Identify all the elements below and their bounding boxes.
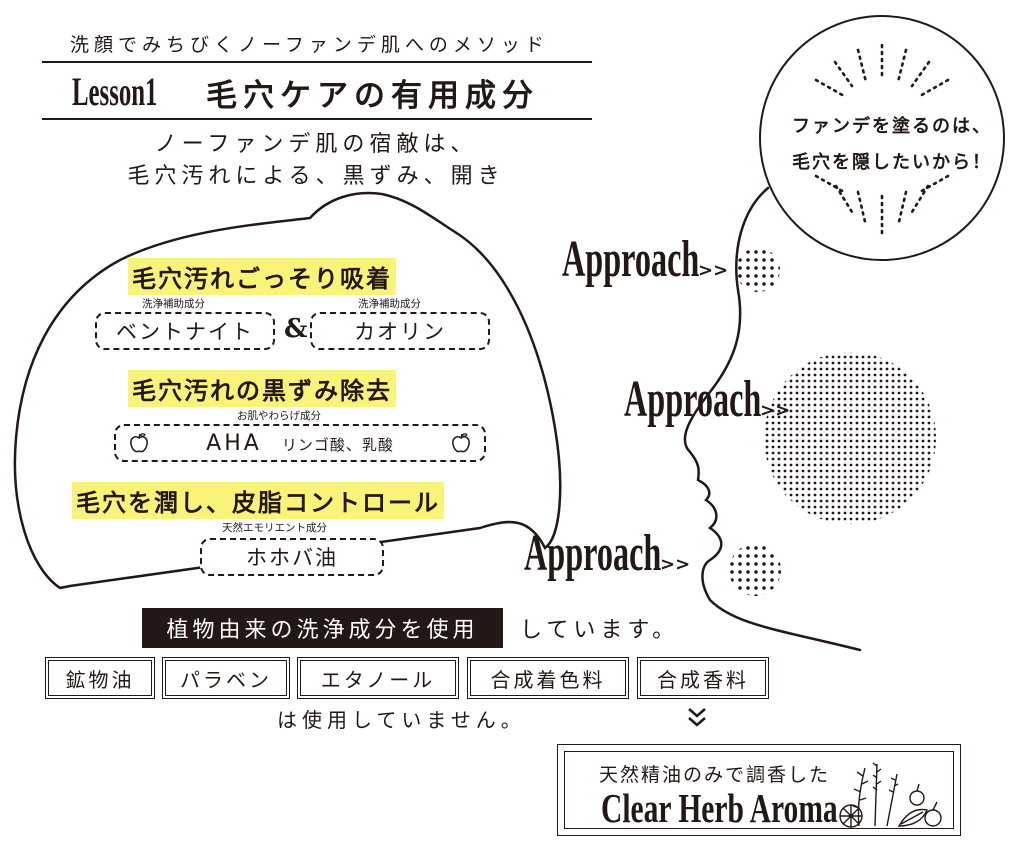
excluded-suffix: は使用していません。 — [277, 708, 526, 732]
dotted-spot-cheek — [764, 352, 936, 524]
excluded-synthetic-fragrance-label: 合成香料 — [657, 667, 749, 692]
excluded-paraben-label: パラベン — [180, 667, 272, 692]
ingredient-kaolin-label: カオリン — [354, 320, 446, 344]
excluded-synthetic-fragrance: 合成香料 — [637, 657, 769, 699]
ampersand: & — [284, 314, 308, 344]
section2-heading: 毛穴汚れの黒ずみ除去 — [128, 370, 396, 407]
header-rule-top — [42, 61, 592, 63]
excluded-ethanol: エタノール — [297, 657, 459, 699]
face-illustration — [683, 15, 1005, 652]
excluded-synthetic-colorant: 合成着色料 — [467, 657, 629, 699]
dotted-spot-chin — [729, 544, 781, 596]
aha-label: AHA — [206, 430, 262, 456]
dotted-spot-forehead — [736, 248, 780, 292]
excluded-synthetic-colorant-label: 合成着色料 — [490, 667, 606, 692]
section3-heading: 毛穴を潤し、皮脂コントロール — [72, 482, 444, 519]
section1-note-left: 洗浄補助成分 — [142, 298, 205, 310]
section3-note: 天然エモリエント成分 — [222, 522, 327, 534]
excluded-ethanol-label: エタノール — [320, 667, 436, 692]
herb-illustration-icon — [839, 762, 942, 828]
plant-cleanser-text: 植物由来の洗浄成分を使用 — [166, 618, 479, 643]
plant-cleanser-highlight: 植物由来の洗浄成分を使用 — [142, 608, 503, 648]
ingredient-aha: AHA リンゴ酸、乳酸 — [114, 424, 486, 462]
herb-aroma-sub: 天然精油のみで調香した — [599, 764, 831, 786]
ingredient-jojoba-label: ホホバ油 — [246, 546, 338, 570]
series-subtitle: 洗顔でみちびくノーファンデ肌へのメソッド — [70, 34, 549, 56]
lesson-title: 毛穴ケアの有用成分 — [206, 78, 539, 114]
excluded-mineral-oil: 鉱物油 — [45, 657, 155, 699]
header-rule-bottom — [42, 118, 592, 120]
excluded-paraben: パラベン — [162, 657, 290, 699]
apple-icon — [130, 433, 148, 453]
ingredient-bentonite: ベントナイト — [95, 312, 275, 350]
approach-1-label: Approach — [562, 231, 700, 288]
approach-2-arrow-icon: >> — [760, 400, 791, 421]
ingredient-bentonite-label: ベントナイト — [116, 320, 254, 344]
lead-line-2: 毛穴汚れによる、黒ずみ、開き — [127, 164, 505, 189]
section1-note-right: 洗浄補助成分 — [358, 298, 421, 310]
plant-cleanser-tail: しています。 — [520, 618, 680, 643]
apple-icon — [452, 433, 470, 453]
approach-2-label: Approach — [624, 371, 762, 428]
approach-3: Approach>> — [524, 524, 690, 583]
approach-3-arrow-icon: >> — [660, 554, 691, 575]
herb-aroma-main: Clear Herb Aroma — [601, 785, 838, 831]
ingredient-jojoba: ホホバ油 — [200, 538, 384, 576]
lead-line-1: ノーファンデ肌の宿敵は、 — [154, 132, 478, 157]
herb-aroma-inner: 天然精油のみで調香した Clear Herb Aroma — [564, 751, 954, 831]
section2-note: お肌やわらげ成分 — [237, 410, 321, 422]
lesson-number: Lesson1 — [72, 69, 158, 114]
burst-lines — [814, 43, 950, 238]
aha-detail: リンゴ酸、乳酸 — [281, 435, 394, 454]
approach-1-arrow-icon: >> — [698, 260, 729, 281]
herb-aroma-box: 天然精油のみで調香した Clear Herb Aroma — [557, 744, 961, 836]
bubble-line-1: ファンデを塗るのは、 — [792, 116, 992, 137]
approach-1: Approach>> — [562, 230, 728, 289]
approach-2: Approach>> — [624, 370, 790, 429]
chevron-down-icon — [686, 706, 708, 730]
ingredient-kaolin: カオリン — [310, 312, 490, 350]
excluded-mineral-oil-label: 鉱物油 — [65, 667, 135, 692]
approach-3-label: Approach — [524, 525, 662, 582]
section1-heading: 毛穴汚れごっそり吸着 — [128, 258, 396, 295]
bubble-line-2: 毛穴を隠したいから！ — [792, 152, 992, 173]
